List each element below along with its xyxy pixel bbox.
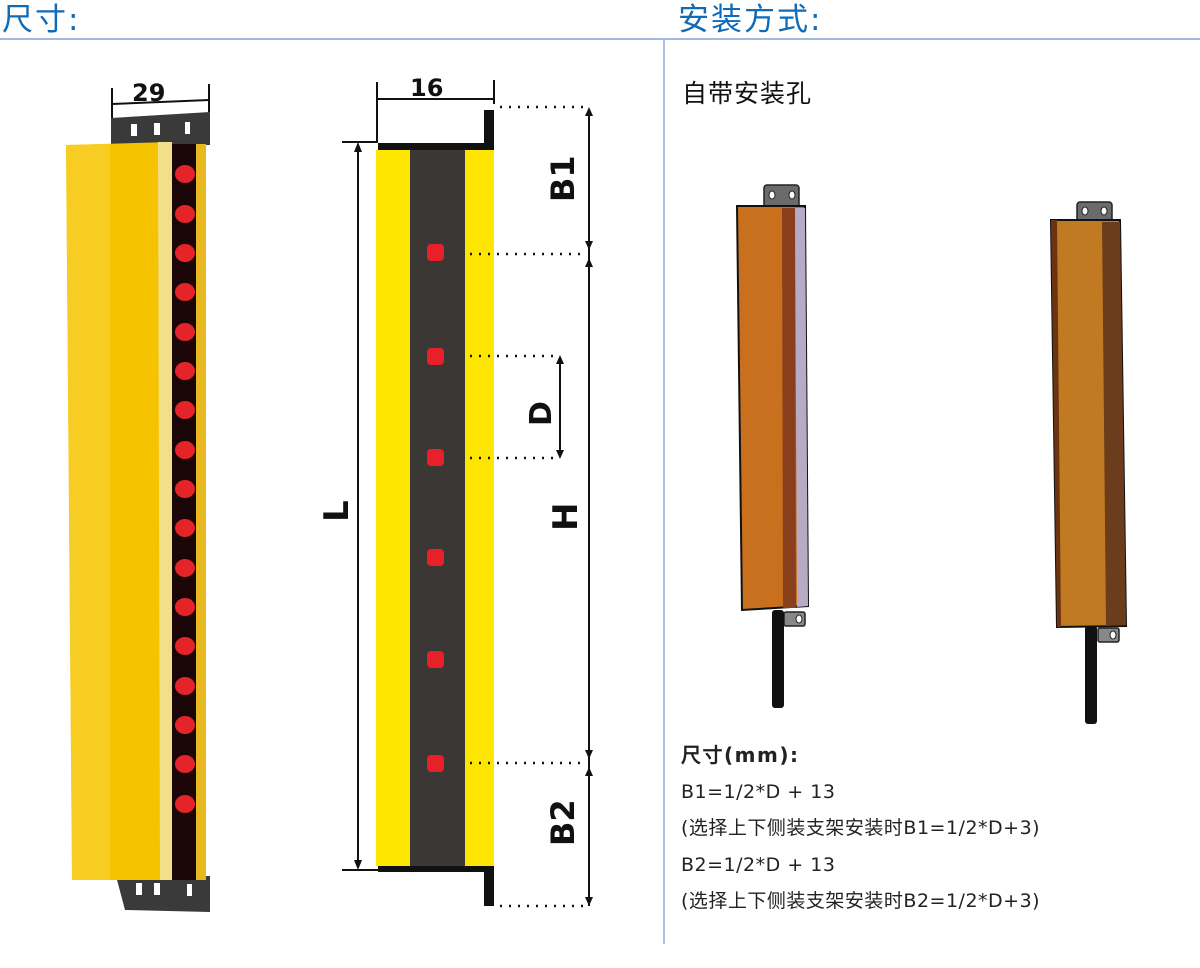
dimensions-header: 尺寸: bbox=[2, 2, 81, 38]
side-view-diagram: 16 L bbox=[317, 74, 593, 908]
installation-header: 安装方式: bbox=[678, 2, 823, 38]
B1-label: B1 bbox=[544, 155, 582, 202]
installation-subtitle: 自带安装孔 bbox=[682, 79, 813, 108]
width-16-label: 16 bbox=[410, 74, 443, 102]
header-divider bbox=[0, 38, 1200, 40]
spec-line-b1: B1=1/2*D + 13 bbox=[681, 780, 836, 803]
installation-unit-left bbox=[735, 184, 810, 708]
side-led-array bbox=[427, 244, 444, 772]
spec-block: 尺寸(mm): B1=1/2*D + 13 (选择上下侧装支架安装时B1=1/2… bbox=[681, 737, 1040, 920]
cable bbox=[772, 610, 784, 708]
spec-title: 尺寸(mm): bbox=[681, 743, 800, 767]
height-H-label: H bbox=[546, 503, 586, 531]
spec-line-b2: B2=1/2*D + 13 bbox=[681, 853, 836, 876]
pitch-D-label: D bbox=[524, 401, 559, 426]
installation-unit-right bbox=[1049, 201, 1128, 724]
bottom-bracket bbox=[116, 876, 210, 912]
front-view-diagram: 29 bbox=[66, 79, 210, 912]
front-led-array bbox=[175, 165, 195, 813]
spec-line-b1-note: (选择上下侧装支架安装时B1=1/2*D+3) bbox=[681, 817, 1041, 839]
spec-line-b2-note: (选择上下侧装支架安装时B2=1/2*D+3) bbox=[681, 890, 1041, 912]
side-housing-right bbox=[465, 150, 494, 866]
column-divider bbox=[663, 39, 665, 944]
length-L-label: L bbox=[317, 500, 357, 522]
side-housing-left bbox=[376, 150, 410, 866]
side-core bbox=[410, 150, 465, 866]
width-29-label: 29 bbox=[132, 79, 165, 107]
top-bracket bbox=[111, 112, 210, 148]
B2-label: B2 bbox=[544, 799, 582, 846]
